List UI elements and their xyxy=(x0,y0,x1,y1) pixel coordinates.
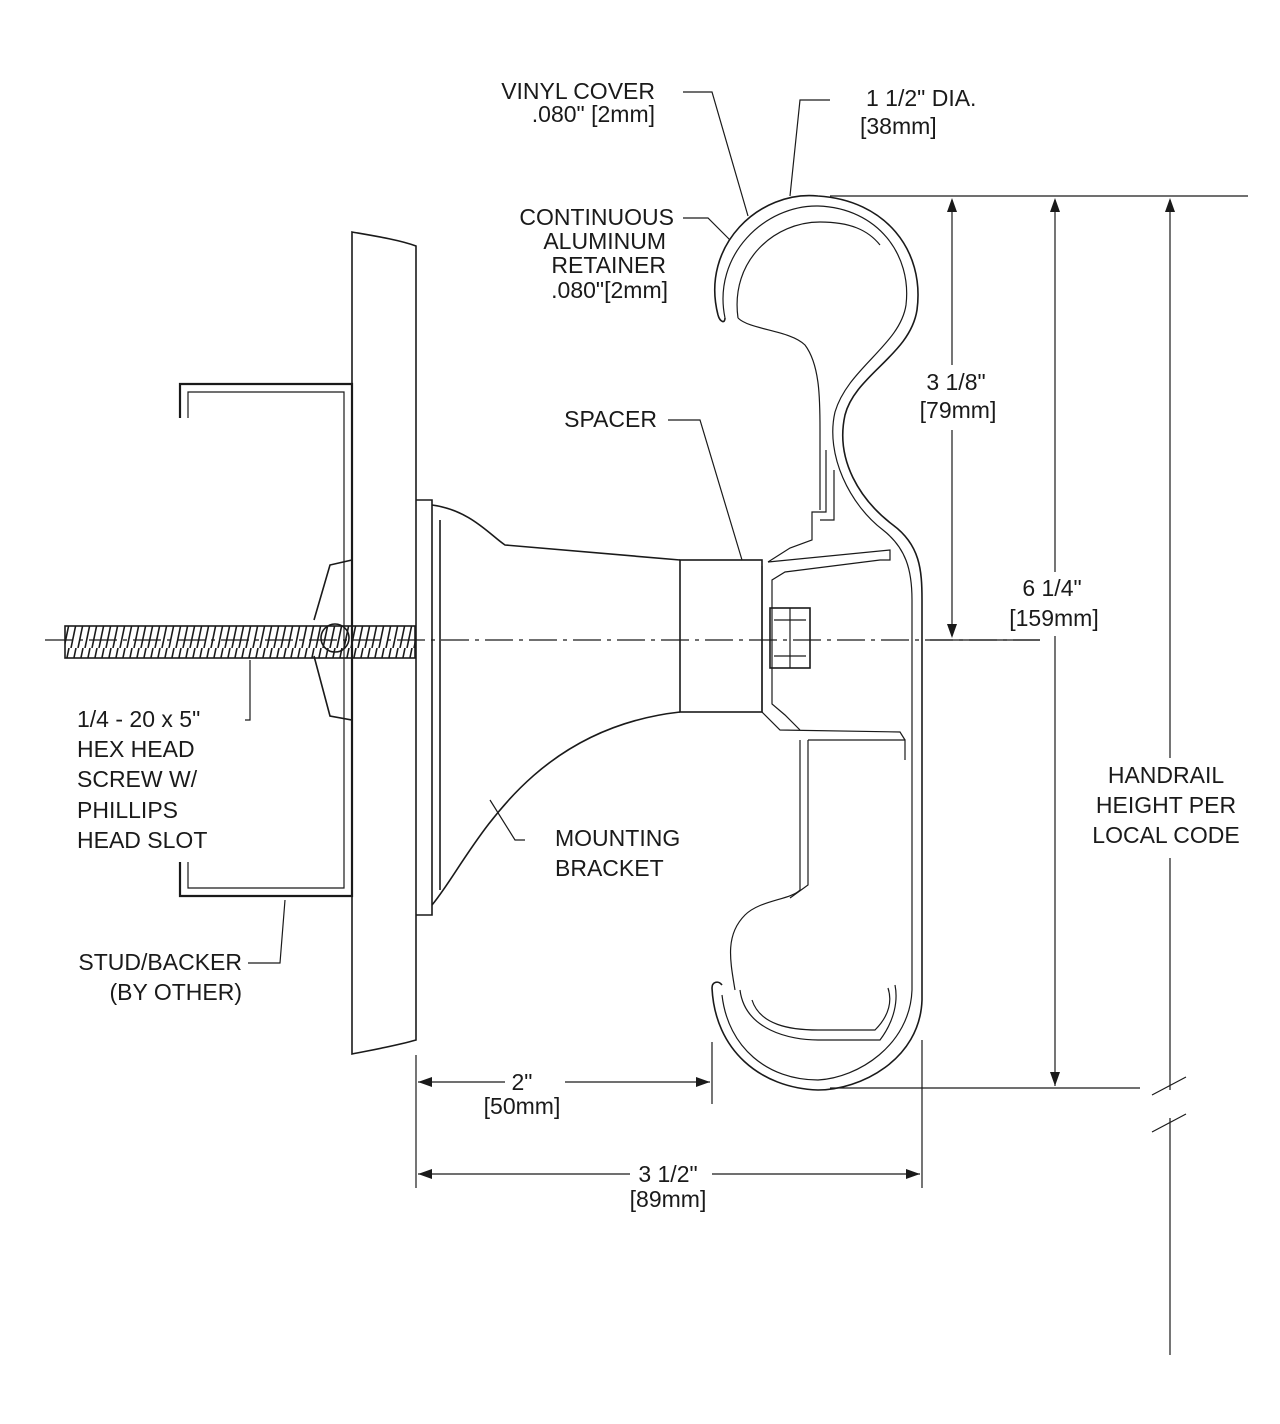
svg-text:BRACKET: BRACKET xyxy=(555,855,664,881)
svg-text:RETAINER: RETAINER xyxy=(551,252,666,278)
svg-text:[50mm]: [50mm] xyxy=(484,1093,561,1119)
svg-text:6 1/4": 6 1/4" xyxy=(1022,575,1081,601)
svg-text:VINYL COVER: VINYL COVER xyxy=(501,78,655,104)
diameter-label: 1 1/2" DIA. [38mm] xyxy=(860,85,976,139)
svg-text:(BY OTHER): (BY OTHER) xyxy=(110,979,242,1005)
height-label: HANDRAIL HEIGHT PER LOCAL CODE xyxy=(1092,762,1239,848)
svg-text:ALUMINUM: ALUMINUM xyxy=(543,228,666,254)
screw-label: 1/4 - 20 x 5" HEX HEAD SCREW W/ PHILLIPS… xyxy=(77,706,207,853)
svg-text:1/4 - 20 x 5": 1/4 - 20 x 5" xyxy=(77,706,200,732)
svg-text:HEX HEAD: HEX HEAD xyxy=(77,736,195,762)
svg-text:.080"[2mm]: .080"[2mm] xyxy=(551,277,668,303)
svg-text:HEIGHT PER: HEIGHT PER xyxy=(1096,792,1236,818)
svg-text:MOUNTING: MOUNTING xyxy=(555,825,680,851)
handrail-profile xyxy=(711,194,923,1091)
svg-text:LOCAL CODE: LOCAL CODE xyxy=(1092,822,1239,848)
svg-text:CONTINUOUS: CONTINUOUS xyxy=(519,204,674,230)
svg-text:SPACER: SPACER xyxy=(564,406,657,432)
bracket-label: MOUNTING BRACKET xyxy=(555,825,680,881)
spacer xyxy=(679,559,763,713)
wall-section xyxy=(351,231,417,1055)
dim-6-1-4-label: 6 1/4" [159mm] xyxy=(1009,575,1098,631)
svg-text:[89mm]: [89mm] xyxy=(630,1186,707,1212)
leader-lines xyxy=(245,91,830,964)
svg-text:.080" [2mm]: .080" [2mm] xyxy=(532,101,655,127)
vinyl-cover-label: VINYL COVER .080" [2mm] xyxy=(501,78,655,127)
svg-text:3 1/8": 3 1/8" xyxy=(926,369,985,395)
svg-text:2": 2" xyxy=(512,1069,533,1095)
svg-text:SCREW W/: SCREW W/ xyxy=(77,766,198,792)
svg-text:[38mm]: [38mm] xyxy=(860,113,937,139)
svg-text:PHILLIPS: PHILLIPS xyxy=(77,797,178,823)
dim-3-1-2-label: 3 1/2" [89mm] xyxy=(630,1161,707,1212)
svg-text:3 1/2": 3 1/2" xyxy=(638,1161,697,1187)
hex-head-screw xyxy=(64,625,416,659)
svg-text:HEAD SLOT: HEAD SLOT xyxy=(77,827,207,853)
svg-text:[79mm]: [79mm] xyxy=(920,397,997,423)
svg-text:STUD/BACKER: STUD/BACKER xyxy=(78,949,242,975)
spacer-label: SPACER xyxy=(564,406,657,432)
retainer-label: CONTINUOUS ALUMINUM RETAINER .080"[2mm] xyxy=(519,204,674,303)
dimension-lines xyxy=(415,195,1248,1355)
mounting-bracket xyxy=(416,499,681,916)
svg-text:HANDRAIL: HANDRAIL xyxy=(1108,762,1225,788)
dim-3-1-8-label: 3 1/8" [79mm] xyxy=(920,369,997,423)
svg-text:1 1/2" DIA.: 1 1/2" DIA. xyxy=(866,85,976,111)
svg-text:[159mm]: [159mm] xyxy=(1009,605,1098,631)
stud-label: STUD/BACKER (BY OTHER) xyxy=(78,949,242,1005)
dim-2-label: 2" [50mm] xyxy=(484,1069,561,1119)
